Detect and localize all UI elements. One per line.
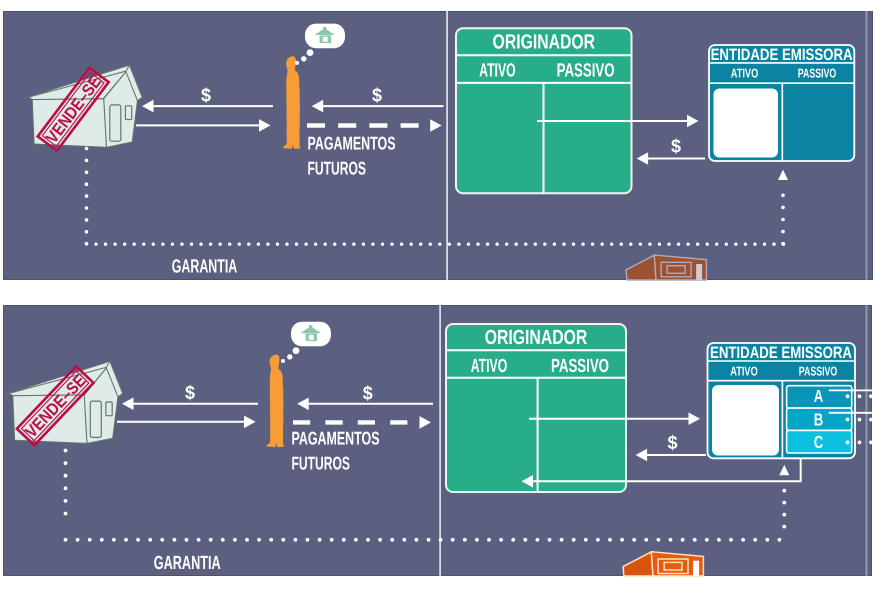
svg-text:ATIVO: ATIVO — [479, 61, 516, 82]
svg-text:PASSIVO: PASSIVO — [551, 356, 609, 377]
svg-text:$: $ — [668, 433, 678, 454]
svg-text:ATIVO: ATIVO — [731, 66, 759, 81]
svg-text:ENTIDADE EMISSORA: ENTIDADE EMISSORA — [711, 46, 853, 64]
svg-text:FUTUROS: FUTUROS — [308, 158, 367, 179]
svg-text:ATIVO: ATIVO — [730, 364, 758, 379]
svg-text:ORIGINADOR: ORIGINADOR — [493, 30, 596, 53]
svg-text:A: A — [814, 386, 824, 406]
svg-text:PAGAMENTOS: PAGAMENTOS — [308, 132, 396, 153]
svg-text:PASSIVO: PASSIVO — [799, 364, 838, 379]
svg-text:ORIGINADOR: ORIGINADOR — [485, 326, 588, 349]
svg-text:GARANTIA: GARANTIA — [172, 257, 238, 278]
svg-text:$: $ — [671, 137, 681, 158]
svg-text:PASSIVO: PASSIVO — [798, 66, 837, 81]
svg-text:C: C — [814, 432, 824, 452]
svg-text:FUTUROS: FUTUROS — [292, 453, 351, 474]
svg-text:PASSIVO: PASSIVO — [557, 61, 615, 82]
svg-text:$: $ — [363, 384, 373, 405]
svg-text:ATIVO: ATIVO — [471, 356, 508, 377]
svg-text:ENTIDADE EMISSORA: ENTIDADE EMISSORA — [710, 344, 852, 362]
svg-text:GARANTIA: GARANTIA — [154, 553, 221, 574]
svg-text:PAGAMENTOS: PAGAMENTOS — [292, 427, 380, 448]
svg-text:$: $ — [372, 86, 382, 107]
svg-text:B: B — [814, 409, 824, 429]
svg-text:$: $ — [201, 86, 211, 107]
svg-text:$: $ — [185, 383, 195, 404]
